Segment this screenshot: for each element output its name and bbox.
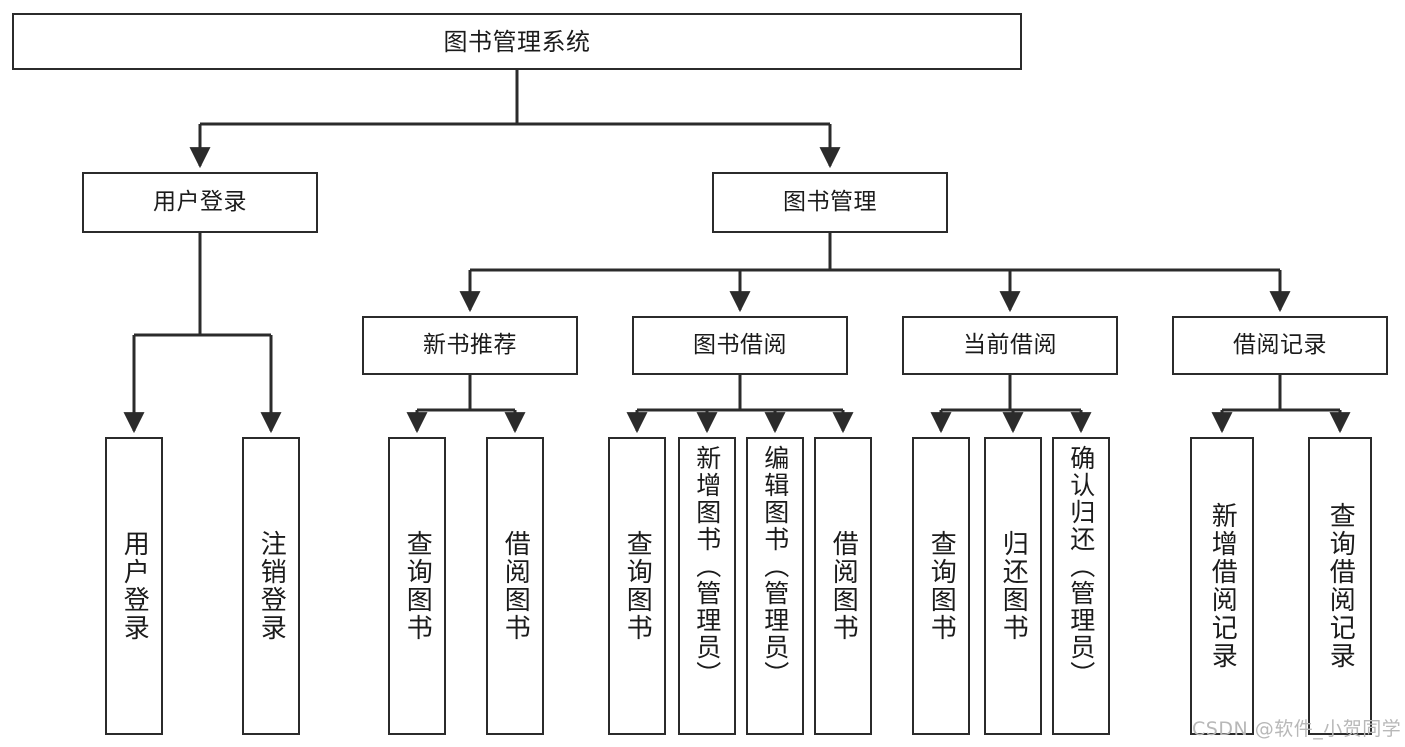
node-user-login-label: 用户登录 — [153, 189, 247, 216]
node-leaf-return-book-label: 归还图书 — [998, 530, 1029, 642]
node-leaf-query-record-label: 查询借阅记录 — [1325, 502, 1356, 670]
node-leaf-query-book-2[interactable]: 查询图书 — [608, 437, 666, 735]
node-leaf-borrow-book-1-label: 借阅图书 — [500, 530, 531, 642]
node-book-borrow-label: 图书借阅 — [693, 332, 787, 359]
node-leaf-add-record[interactable]: 新增借阅记录 — [1190, 437, 1254, 735]
node-book-manage-label: 图书管理 — [783, 189, 877, 216]
node-leaf-confirm-return-label: 确认归还（管理员） — [1066, 445, 1096, 688]
node-leaf-logout-label: 注销登录 — [256, 530, 287, 642]
node-leaf-query-record[interactable]: 查询借阅记录 — [1308, 437, 1372, 735]
watermark: CSDN @软件_小贺同学 — [1192, 718, 1402, 740]
node-leaf-query-book-1-label: 查询图书 — [402, 530, 433, 642]
node-book-borrow[interactable]: 图书借阅 — [632, 316, 848, 375]
node-current-borrow-label: 当前借阅 — [963, 332, 1057, 359]
node-leaf-query-book-3-label: 查询图书 — [926, 530, 957, 642]
node-leaf-borrow-book-2-label: 借阅图书 — [828, 530, 859, 642]
node-leaf-borrow-book-1[interactable]: 借阅图书 — [486, 437, 544, 735]
node-new-book-recommend-label: 新书推荐 — [423, 332, 517, 359]
node-root[interactable]: 图书管理系统 — [12, 13, 1022, 70]
node-leaf-logout[interactable]: 注销登录 — [242, 437, 300, 735]
node-leaf-borrow-book-2[interactable]: 借阅图书 — [814, 437, 872, 735]
node-user-login[interactable]: 用户登录 — [82, 172, 318, 233]
node-root-label: 图书管理系统 — [443, 27, 591, 56]
node-leaf-user-login-label: 用户登录 — [119, 530, 150, 642]
node-leaf-query-book-3[interactable]: 查询图书 — [912, 437, 970, 735]
node-leaf-add-book-label: 新增图书（管理员） — [692, 445, 722, 688]
node-leaf-confirm-return[interactable]: 确认归还（管理员） — [1052, 437, 1110, 735]
node-leaf-query-book-1[interactable]: 查询图书 — [388, 437, 446, 735]
node-leaf-query-book-2-label: 查询图书 — [622, 530, 653, 642]
node-leaf-edit-book[interactable]: 编辑图书（管理员） — [746, 437, 804, 735]
node-leaf-user-login[interactable]: 用户登录 — [105, 437, 163, 735]
node-new-book-recommend[interactable]: 新书推荐 — [362, 316, 578, 375]
node-leaf-return-book[interactable]: 归还图书 — [984, 437, 1042, 735]
node-borrow-record-label: 借阅记录 — [1233, 332, 1327, 359]
node-leaf-edit-book-label: 编辑图书（管理员） — [760, 445, 790, 688]
node-book-manage[interactable]: 图书管理 — [712, 172, 948, 233]
node-leaf-add-record-label: 新增借阅记录 — [1207, 502, 1238, 670]
node-current-borrow[interactable]: 当前借阅 — [902, 316, 1118, 375]
node-borrow-record[interactable]: 借阅记录 — [1172, 316, 1388, 375]
node-leaf-add-book[interactable]: 新增图书（管理员） — [678, 437, 736, 735]
